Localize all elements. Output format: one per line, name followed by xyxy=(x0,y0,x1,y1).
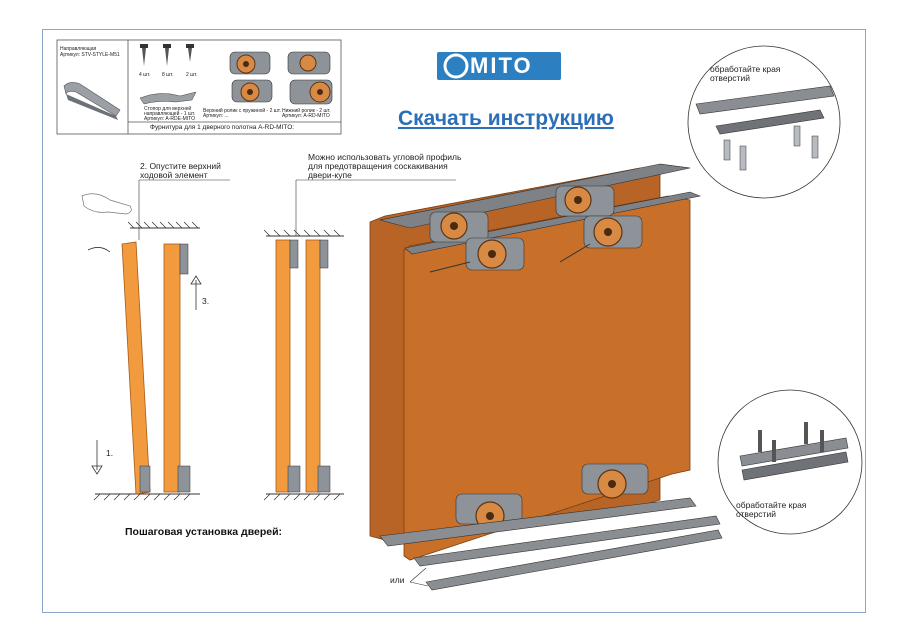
profile-note-1: Можно использовать угловой профиль xyxy=(308,152,462,162)
download-instructions-link[interactable]: Скачать инструкцию xyxy=(398,107,614,130)
hardware-caption: Фурнитура для 1 дверного полотна A-RD-MI… xyxy=(150,124,295,131)
detail-bottom-right xyxy=(717,389,863,535)
bottom-roller-label: Нижний ролик - 2 шт. xyxy=(282,108,331,114)
callout-top-2: отверстий xyxy=(710,73,750,83)
detail-top-right xyxy=(659,45,841,199)
stopper-article: Артикул: A-RDE-MITO xyxy=(144,116,196,122)
screw-count-1: 4 шт. xyxy=(139,72,151,78)
profile-article: Артикул: STV-STYLE-M51 xyxy=(60,52,120,58)
callout-bottom-2: отверстий xyxy=(736,509,776,519)
hand-icon xyxy=(81,193,132,215)
step1-label: 1. xyxy=(106,448,114,458)
step2-text-2: ходовой элемент xyxy=(140,170,208,180)
door-assembly xyxy=(369,163,723,591)
bottom-roller-icon xyxy=(455,463,649,531)
stopper-icon xyxy=(139,91,197,105)
step-figures xyxy=(81,179,456,501)
profile-note-3: двери-купе xyxy=(308,170,352,180)
callout-top-1: обработайте края xyxy=(710,64,781,74)
screw-count-3: 2 шт. xyxy=(186,72,198,78)
callout-bottom-1: обработайте края xyxy=(736,500,807,510)
top-roller-article: Артикул: ... xyxy=(203,113,229,119)
or-label: или xyxy=(390,575,405,585)
step3-label: 3. xyxy=(202,296,210,306)
top-roller-icon xyxy=(429,185,643,273)
page-frame xyxy=(42,29,866,613)
hardware-box xyxy=(56,39,342,135)
bottom-roller-article: Артикул: A-RD-MITO xyxy=(282,113,330,119)
top-roller-label: Верхний ролик с пружиной - 2 шт. xyxy=(203,108,281,114)
step2-text: 2. Опустите верхний xyxy=(140,161,221,171)
stopper-qty: направляющей - 1 шт. xyxy=(144,111,196,117)
screw-icon xyxy=(140,44,194,66)
profile-note-2: для предотвращения соскакивания xyxy=(308,161,448,171)
profile-label: Направляющая xyxy=(60,46,97,52)
screw-count-2: 8 шт. xyxy=(162,72,174,78)
bottom-roller-icon xyxy=(287,51,333,105)
top-roller-icon xyxy=(229,51,273,103)
steps-title: Пошаговая установка дверей: xyxy=(125,526,283,538)
guide-profile-icon xyxy=(63,82,121,120)
brand-name: MITO xyxy=(470,53,533,78)
stopper-label: Стопор для верхней xyxy=(144,106,192,112)
